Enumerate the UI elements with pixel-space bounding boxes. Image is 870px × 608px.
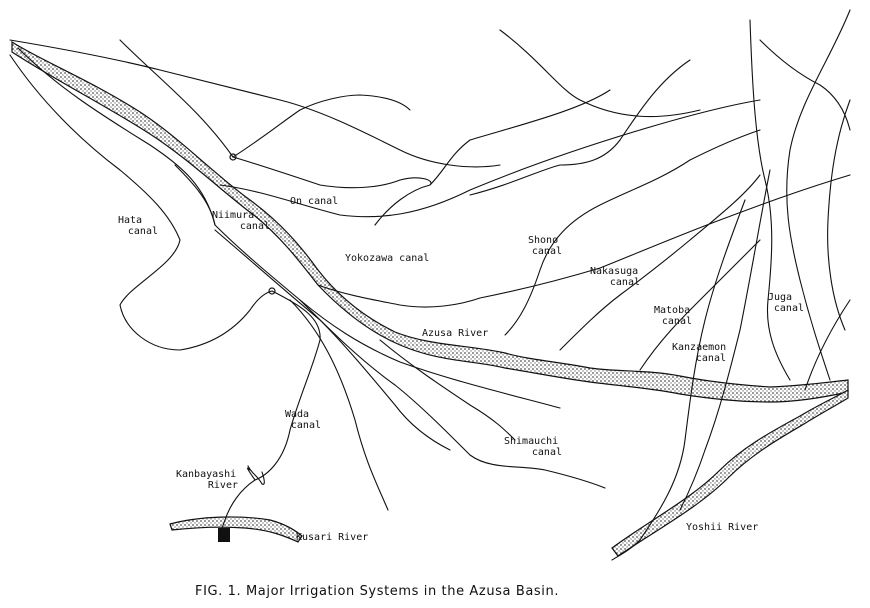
kanbayashi-wiggle bbox=[247, 465, 265, 485]
label-kusari-river: Kusari River bbox=[296, 532, 368, 543]
label-kanzaemon-canal: Kanzaemon canal bbox=[672, 342, 726, 364]
label-kanbayashi-river: Kanbayashi River bbox=[176, 469, 244, 491]
shimauchi-branch-line bbox=[379, 339, 516, 441]
west-boundary-line bbox=[17, 47, 216, 226]
label-on-canal: On canal bbox=[290, 196, 338, 207]
label-hata-canal: Hata canal bbox=[118, 215, 158, 237]
northeast-ridge bbox=[499, 29, 701, 118]
yokozawa-canal-line bbox=[317, 174, 851, 308]
figure-caption: FIG. 1. Major Irrigation Systems in the … bbox=[195, 584, 560, 599]
juga-east-line bbox=[827, 99, 851, 331]
north-main-ridge bbox=[279, 99, 501, 168]
juga-canal-line2: canal bbox=[773, 303, 804, 314]
label-shono-canal: Shono canal bbox=[528, 235, 562, 257]
hata-canal-line bbox=[9, 54, 273, 351]
wada-branch-line bbox=[289, 299, 389, 511]
nakasuga-canal-line1: Nakasuga bbox=[590, 266, 639, 277]
kanzaemon-canal-line1: Kanzaemon bbox=[672, 342, 727, 353]
north-ridge-line bbox=[9, 39, 281, 101]
kanbayashi-river-line bbox=[220, 479, 256, 537]
north-canal-line bbox=[219, 99, 761, 218]
niimura-canal-line1: Niimura bbox=[212, 210, 255, 221]
matoba-canal-line2: canal bbox=[661, 316, 692, 327]
kanzaemon-branch-line bbox=[679, 169, 771, 511]
northeast-branch-2 bbox=[469, 59, 691, 196]
southeast-line bbox=[804, 299, 851, 391]
yoshii-river-line1: Yoshii River bbox=[686, 522, 759, 533]
wada-canal-line bbox=[246, 290, 321, 481]
nakasuga-canal-line bbox=[559, 174, 761, 351]
label-yoshii-river: Yoshii River bbox=[686, 522, 758, 533]
shono-canal-line1: Shono bbox=[528, 235, 559, 246]
on-canal-line bbox=[232, 156, 432, 189]
niimura-canal-line2: canal bbox=[239, 221, 270, 232]
shono-canal-line2: canal bbox=[531, 246, 562, 257]
kanzaemon-canal-line bbox=[611, 199, 746, 561]
juga-canal-line-2 bbox=[786, 9, 851, 381]
niimura-canal-line bbox=[174, 164, 561, 409]
northeast-branch-1 bbox=[374, 89, 611, 226]
on-canal-upper-line bbox=[232, 94, 411, 158]
kanbayashi-river-line2: River bbox=[207, 480, 238, 491]
north-valley-line bbox=[119, 39, 234, 158]
label-shimauchi-canal: Shimauchi canal bbox=[504, 436, 562, 458]
label-azusa-river: Azusa River bbox=[422, 328, 488, 339]
on-canal-line1: On canal bbox=[290, 196, 339, 207]
shono-canal-line bbox=[504, 129, 761, 336]
juga-canal-line-1 bbox=[749, 19, 791, 381]
wada-canal-line1: Wada bbox=[285, 409, 310, 420]
wada-canal-line2: canal bbox=[290, 420, 321, 431]
label-matoba-canal: Matoba canal bbox=[654, 305, 692, 327]
nakasuga-canal-line2: canal bbox=[609, 277, 640, 288]
label-wada-canal: Wada canal bbox=[285, 409, 321, 431]
matoba-canal-line bbox=[639, 239, 761, 371]
kusari-river-band bbox=[169, 516, 303, 543]
shimauchi-canal-line bbox=[299, 299, 606, 489]
niimura-branch-line bbox=[214, 229, 451, 451]
yokozawa-canal-line1: Yokozawa canal bbox=[345, 253, 430, 264]
label-niimura-canal: Niimura canal bbox=[212, 210, 270, 232]
juga-canal-line1: Juga bbox=[768, 292, 793, 303]
matoba-canal-line1: Matoba bbox=[654, 305, 691, 316]
juga-canal-line-3 bbox=[759, 39, 851, 131]
label-nakasuga-canal: Nakasuga canal bbox=[590, 266, 640, 288]
shimauchi-canal-line1: Shimauchi bbox=[504, 436, 559, 447]
kanzaemon-canal-line2: canal bbox=[695, 353, 726, 364]
kusari-river-line1: Kusari River bbox=[296, 532, 369, 543]
hata-canal-line1: Hata bbox=[118, 215, 143, 226]
yoshii-river-band bbox=[611, 388, 849, 557]
shimauchi-canal-line2: canal bbox=[531, 447, 562, 458]
kanbayashi-river-line1: Kanbayashi bbox=[176, 469, 237, 480]
azusa-river-line1: Azusa River bbox=[422, 328, 489, 339]
hata-canal-line2: canal bbox=[127, 226, 158, 237]
label-juga-canal: Juga canal bbox=[768, 292, 804, 314]
label-yokozawa-canal: Yokozawa canal bbox=[345, 253, 429, 264]
town-marker bbox=[218, 528, 230, 542]
